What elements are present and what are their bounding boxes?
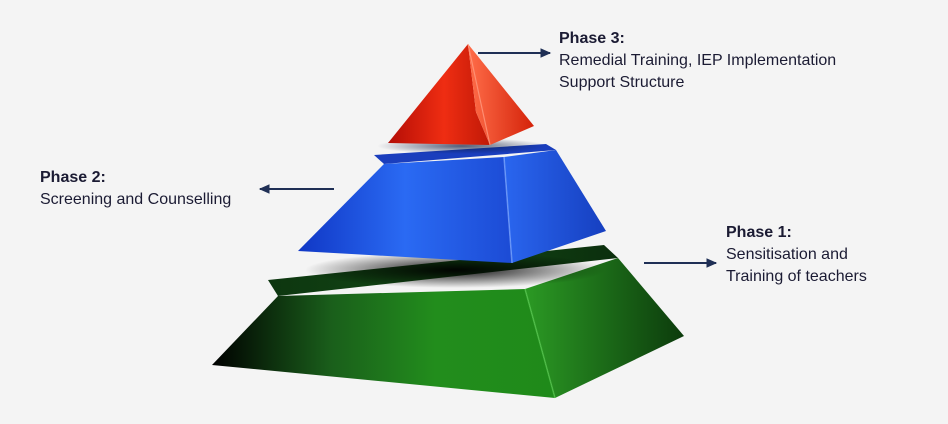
tier-phase3-front xyxy=(388,44,490,145)
shadow-green-blue xyxy=(305,252,605,288)
phase2-title: Phase 2: xyxy=(40,169,106,186)
tier-phase1-front xyxy=(212,289,555,398)
tier-phase1-side xyxy=(525,258,684,398)
phase3-label: Phase 3: Remedial Training, IEP Implemen… xyxy=(559,28,836,94)
phase2-line-1: Screening and Counselling xyxy=(40,191,232,208)
phase1-title: Phase 1: xyxy=(726,224,792,241)
pyramid-tier-phase3 xyxy=(388,43,534,146)
tier-phase2-edge xyxy=(503,156,513,264)
phase3-title: Phase 3: xyxy=(559,30,625,47)
phase1-line-1: Sensitisation and xyxy=(726,246,848,263)
phase3-line-2: Support Structure xyxy=(559,74,685,91)
tier-phase1-edge xyxy=(524,288,556,399)
phase1-line-2: Training of teachers xyxy=(726,268,867,285)
phase3-line-1: Remedial Training, IEP Implementation xyxy=(559,52,837,69)
phase2-label: Phase 2: Screening and Counselling xyxy=(40,167,231,211)
tier-phase2-front xyxy=(298,157,512,263)
tier-phase3-edge xyxy=(467,43,491,146)
tier-phase2-side xyxy=(504,150,606,263)
phase1-label: Phase 1: Sensitisation and Training of t… xyxy=(726,222,867,288)
